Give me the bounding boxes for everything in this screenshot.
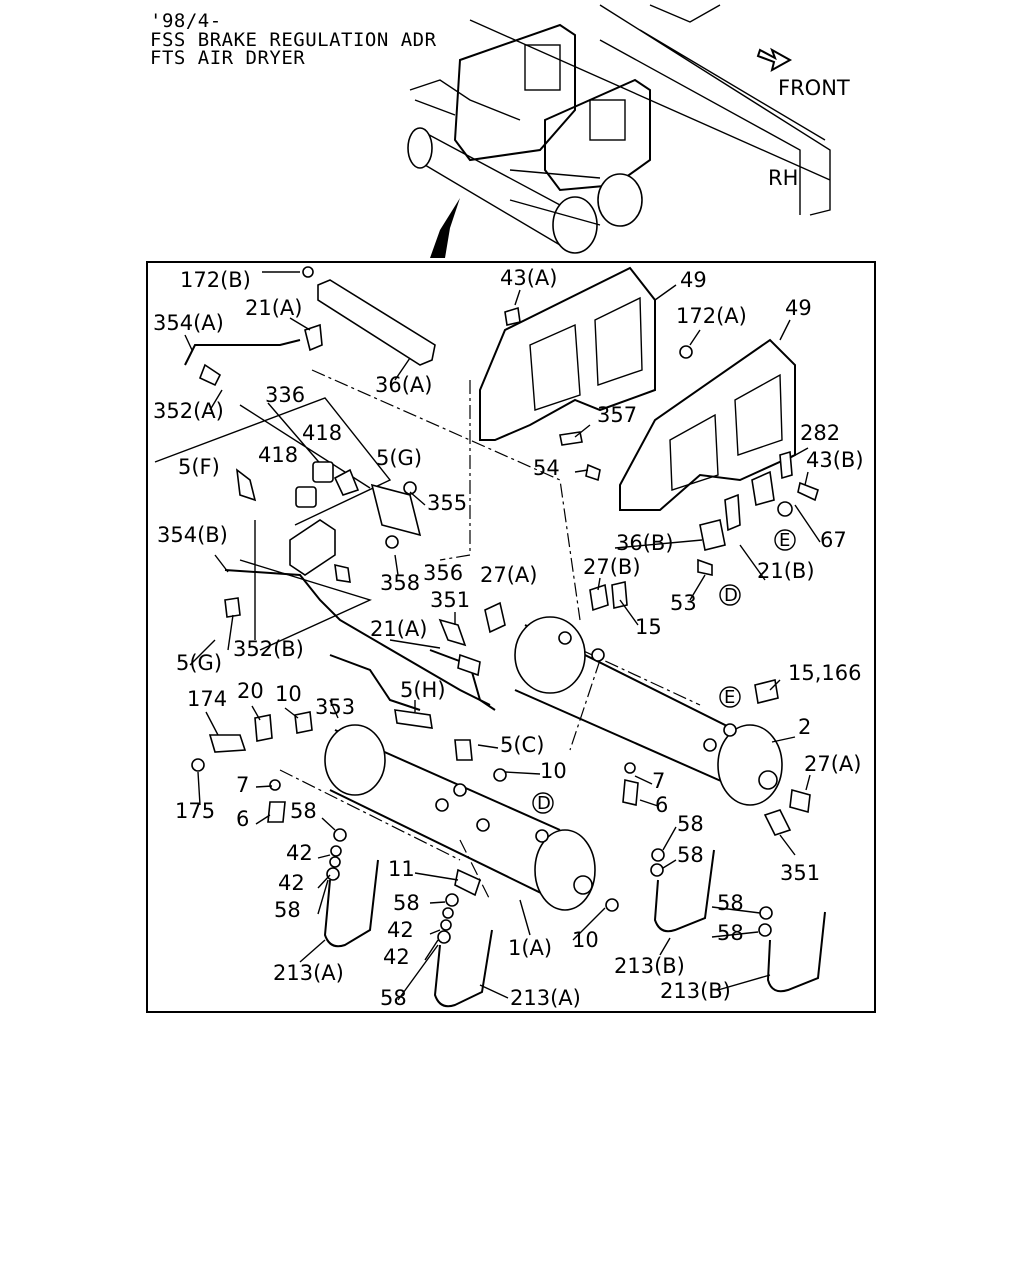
callout: 213(B) [614,954,685,978]
callout: 58 [393,891,420,915]
callout: 175 [175,799,215,823]
callout: 172(B) [180,268,251,292]
marker-d-top: D [724,585,738,606]
callout: 354(A) [153,311,224,335]
callout: 36(A) [375,373,432,397]
u-bolts [323,849,826,1008]
callout: 42 [383,945,410,969]
air-tank-2 [514,616,783,806]
callout: 352(B) [233,637,304,661]
bracket-plate-left [479,266,656,441]
callout: 15 [635,615,662,639]
callout: 418 [258,443,298,467]
cap-418-left [295,486,317,508]
callout: 42 [278,871,305,895]
marker-d-mid: D [537,793,551,814]
marker-e-mid: E [724,687,735,708]
callout: 58 [717,921,744,945]
callout: 49 [680,268,707,292]
detail-frame [146,261,876,1013]
callout: 354(B) [157,523,228,547]
header-title: FSS BRAKE REGULATION ADR [150,29,437,51]
callout: 1(A) [508,936,552,960]
callout: 5(G) [176,651,222,675]
callout: 353 [315,695,355,719]
callout: 58 [290,799,317,823]
callout: 418 [302,421,342,445]
pipe-354a [184,339,301,366]
callout: 356 [423,561,463,585]
callout: 282 [800,421,840,445]
callout: 67 [820,528,847,552]
callout: 58 [274,898,301,922]
callout: 58 [380,986,407,1010]
circled-reference-markers: E D E D [532,529,796,814]
callout: 7 [236,773,249,797]
callout: 2 [798,715,811,739]
callout: 5(C) [500,733,544,757]
callout: 42 [286,841,313,865]
callout: 7 [652,769,665,793]
callout: 42 [387,918,414,942]
callout: 5(G) [376,446,422,470]
front-label: FRONT [778,76,850,100]
callout: 11 [388,857,415,881]
callout: 355 [427,491,467,515]
callout: 6 [655,793,668,817]
callout: 172(A) [676,304,747,328]
callout: 27(A) [804,752,861,776]
callout: 58 [677,843,704,867]
callout: 21(A) [245,296,302,320]
marker-e-top: E [779,530,790,551]
callout: 58 [677,812,704,836]
overview-illustration [407,4,831,258]
callout: 20 [237,679,264,703]
strap-36a [317,279,436,366]
callout: 358 [380,571,420,595]
rh-label: RH [768,166,798,190]
callout: 58 [717,891,744,915]
bracket-356 [370,483,422,537]
pipe-354b [224,569,491,706]
bracket-plate-right [619,338,796,511]
cap-418-right [312,461,334,483]
callout: 27(B) [583,555,641,579]
callout: 10 [572,928,599,952]
callout: 213(A) [273,961,344,985]
valve-block [289,519,336,576]
header-date: '98/4- [150,10,222,32]
callout: 10 [275,682,302,706]
callout: 357 [597,403,637,427]
callout: 336 [265,383,305,407]
air-tank-1a [324,724,596,911]
callout: 54 [533,456,560,480]
callout: 49 [785,296,812,320]
callout: 21(A) [370,617,427,641]
callout: 43(A) [500,266,557,290]
callout: 174 [187,687,227,711]
callout: 213(B) [660,979,731,1003]
callout: 21(B) [757,559,815,583]
callout: 43(B) [806,448,864,472]
callout: 352(A) [153,399,224,423]
callout: 10 [540,759,567,783]
callout: 351 [430,588,470,612]
callout: 5(F) [178,455,220,479]
fittings [191,266,819,944]
pipe-353 [329,654,421,711]
pipe-21a [429,649,496,711]
callout: 351 [780,861,820,885]
callout: 5(H) [400,678,446,702]
callout: 6 [236,807,249,831]
callout: 15,166 [788,661,861,685]
callout-labels: 172(B) 43(A) 49 21(A) 172(A) 49 354(A) 3… [153,266,864,1010]
callout: 27(A) [480,563,537,587]
callout: 213(A) [510,986,581,1010]
leader-lines [184,271,821,1001]
header-subtitle: FTS AIR DRYER [150,47,306,69]
